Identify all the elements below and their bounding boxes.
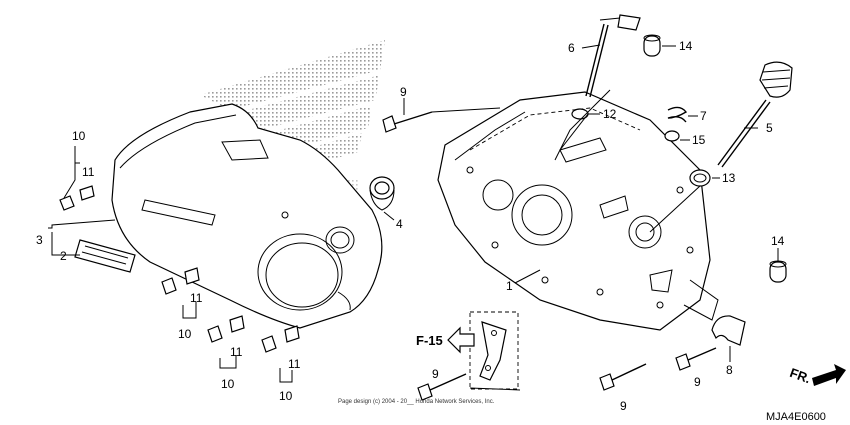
screw-10-lower [207, 315, 245, 343]
screw-10-top [59, 185, 95, 211]
callout-11c: 11 [230, 345, 243, 359]
callout-7: 7 [700, 109, 707, 123]
sensor-rod [585, 14, 641, 98]
right-crankcase-cover [437, 91, 719, 331]
callout-5: 5 [766, 121, 773, 135]
screw-10-mid [161, 267, 200, 295]
reference-label: F-15 [416, 333, 443, 348]
leader-lines [48, 44, 779, 391]
screw-10-bottom [261, 325, 300, 353]
callout-10d: 10 [279, 389, 293, 403]
callout-14a: 14 [679, 39, 693, 53]
callout-4: 4 [396, 217, 403, 231]
callout-10c: 10 [221, 377, 235, 391]
callout-15: 15 [692, 133, 706, 147]
callout-13: 13 [722, 171, 736, 185]
bolt-9-bottom-right [675, 347, 717, 371]
emblem [74, 239, 136, 273]
collar-right [769, 260, 787, 283]
plate-detail-box [469, 311, 519, 390]
o-ring-13 [689, 169, 711, 187]
callout-9c: 9 [620, 399, 627, 413]
copyright-notice: Page design (c) 2004 - 20__ Honda Networ… [338, 399, 495, 405]
bolt-9-bottom-left [417, 373, 467, 401]
bracket-8 [711, 315, 746, 346]
callout-3: 3 [36, 233, 43, 247]
callout-9a: 9 [400, 85, 407, 99]
callout-9d: 9 [694, 375, 701, 389]
callout-9b: 9 [432, 367, 439, 381]
front-direction-label: FR. [788, 365, 813, 386]
callout-14b: 14 [771, 234, 785, 248]
collar-top [643, 34, 661, 57]
washer-15 [664, 130, 680, 142]
callout-12: 12 [603, 107, 617, 121]
callout-10a: 10 [72, 129, 86, 143]
oil-seal [369, 176, 395, 211]
callout-labels: 1 2 3 4 5 6 7 8 9 9 9 9 10 10 10 10 11 1… [36, 39, 785, 413]
reference-arrow [447, 326, 475, 354]
spring-7 [667, 106, 688, 123]
callout-1: 1 [506, 279, 513, 293]
left-crankcase-cover [111, 103, 383, 329]
callout-11b: 11 [190, 291, 203, 305]
front-direction-arrow [812, 364, 846, 386]
callout-2: 2 [60, 249, 67, 263]
bolt-9-bottom-mid [599, 363, 647, 391]
callout-11a: 11 [82, 165, 95, 179]
oil-level-gauge [717, 61, 793, 168]
callout-11d: 11 [288, 357, 301, 371]
callout-10b: 10 [178, 327, 192, 341]
diagram-code: MJA4E0600 [766, 411, 826, 423]
callout-6: 6 [568, 41, 575, 55]
callout-8: 8 [726, 363, 733, 377]
bolt-9-top [382, 111, 433, 133]
